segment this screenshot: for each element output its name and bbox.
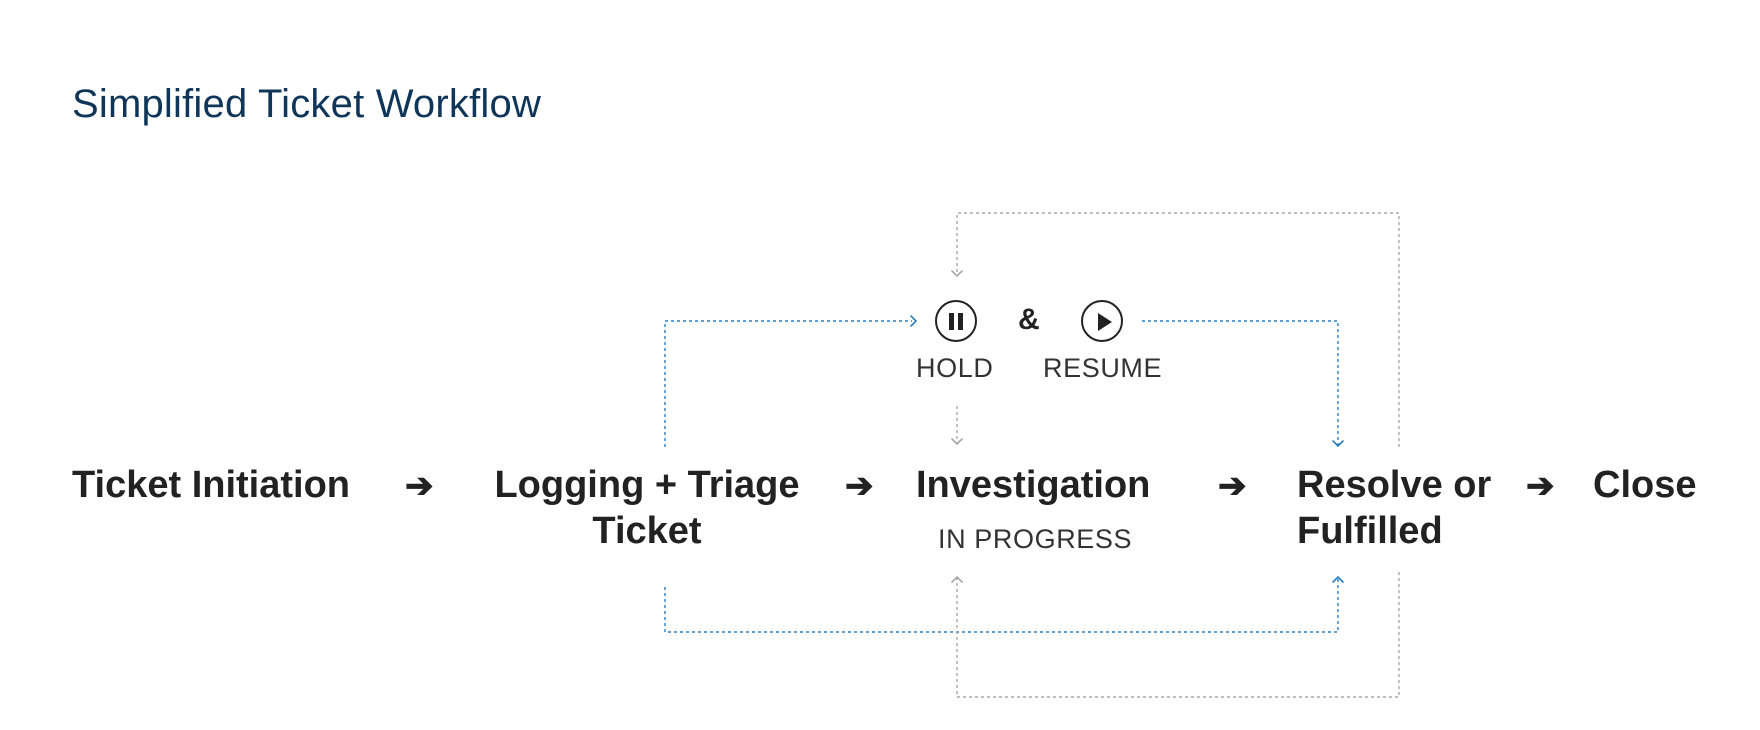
connector-logging-to-resolve [664,578,1339,633]
stage-logging-line-1: Logging + Triage [494,464,800,506]
investigation-status: IN PROGRESS [938,524,1133,554]
resume-label: RESUME [1043,353,1163,383]
stage-ticket-initiation: Ticket Initiation [72,464,351,506]
arrow-right-icon: ➔ [1218,467,1247,505]
stage-investigation: Investigation [916,464,1151,506]
pause-icon [935,300,977,342]
ampersand: & [1018,303,1040,336]
stage-resolve-fulfilled: Resolve or Fulfilled [1297,462,1491,554]
stage-resolve-line-1: Resolve or [1297,464,1492,506]
arrow-right-icon: ➔ [845,467,874,505]
arrow-right-icon: ➔ [1526,467,1555,505]
arrowhead-top-loop [951,270,963,278]
arrowhead-into-resolve-top [1332,440,1344,448]
stage-close: Close [1593,464,1697,506]
play-icon [1081,300,1123,342]
page-title: Simplified Ticket Workflow [72,82,542,126]
connector-resume-to-resolve [1142,320,1339,446]
stage-logging-line-2: Ticket [592,510,702,552]
arrowhead-into-resolve-bottom [1332,575,1344,583]
hold-label: HOLD [916,353,994,383]
arrowhead-into-investigation-top [951,438,963,446]
arrow-right-icon: ➔ [405,467,434,505]
connector-logging-to-hold [664,320,912,447]
arrowhead-into-hold [910,315,918,327]
stage-logging-triage: Logging + Triage Ticket [484,462,810,554]
stage-resolve-line-2: Fulfilled [1297,510,1443,552]
connector-resolve-to-investigation-bottom [956,572,1400,698]
arrowhead-into-investigation-bottom [951,575,963,583]
connector-resolve-to-hold-top [956,212,1400,447]
